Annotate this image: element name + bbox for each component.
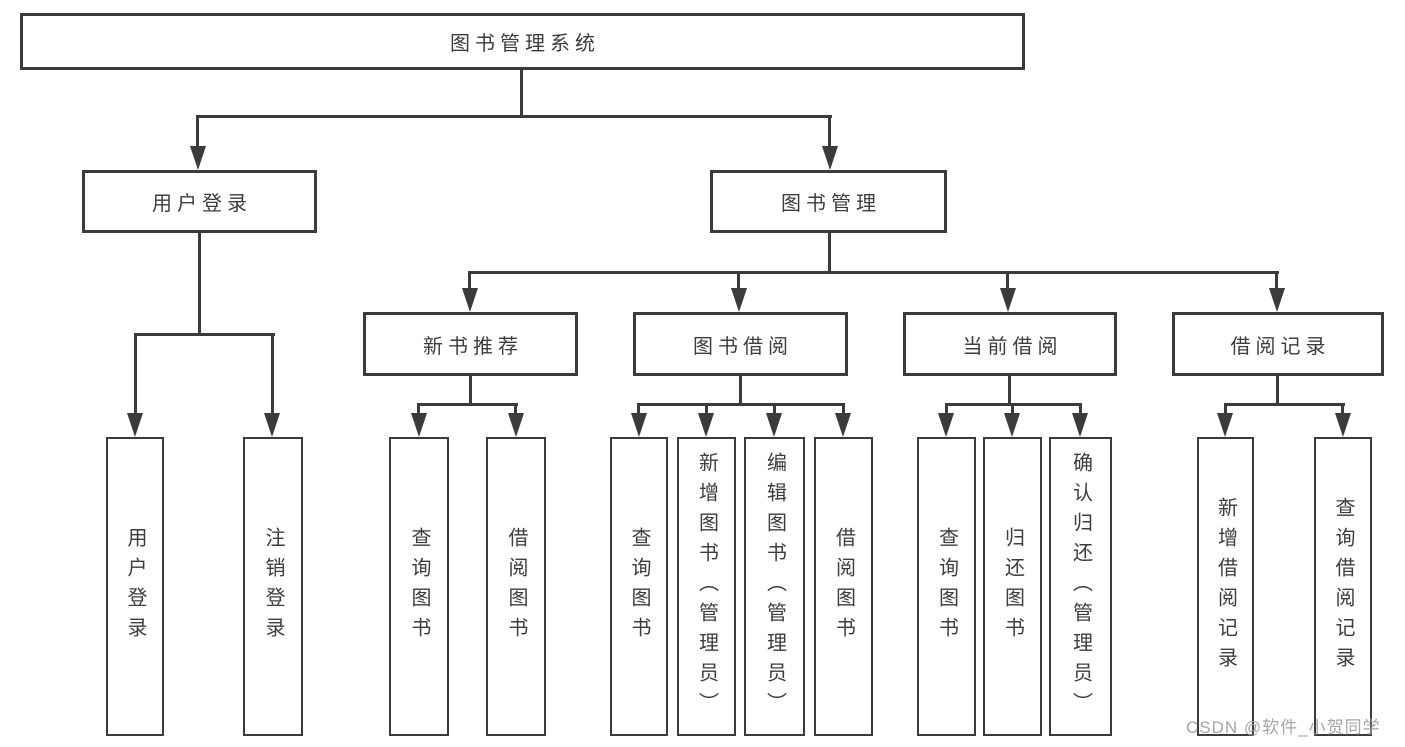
connector-line	[1276, 376, 1279, 405]
node-book-management: 图书管理	[710, 170, 947, 233]
arrow-down-icon	[1217, 413, 1233, 437]
node-root: 图书管理系统	[20, 13, 1025, 70]
leaf-logout: 注销登录	[243, 437, 303, 736]
node-borrowing-records: 借阅记录	[1172, 312, 1384, 376]
arrow-down-icon	[1269, 288, 1285, 312]
leaf-edit-books-admin-label: 编辑图书（管理员）	[763, 451, 786, 722]
arrow-down-icon	[731, 288, 747, 312]
connector-line	[196, 115, 832, 118]
leaf-add-borrow-record: 新增借阅记录	[1197, 437, 1254, 736]
connector-line	[196, 115, 199, 150]
connector-line	[1006, 271, 1009, 292]
node-book-borrowing-label: 图书借阅	[693, 335, 793, 358]
leaf-edit-books-admin: 编辑图书（管理员）	[744, 437, 805, 736]
arrow-down-icon	[1335, 413, 1351, 437]
node-current-borrowing: 当前借阅	[903, 312, 1117, 376]
leaf-borrow-books-recommend: 借阅图书	[486, 437, 546, 736]
connector-line	[637, 403, 640, 417]
arrow-down-icon	[127, 413, 143, 437]
leaf-user-login: 用户登录	[106, 437, 164, 736]
arrow-down-icon	[190, 146, 206, 170]
connector-line	[737, 271, 740, 292]
leaf-query-books-current-label: 查询图书	[935, 526, 958, 647]
leaf-query-borrow-record: 查询借阅记录	[1314, 437, 1372, 736]
leaf-return-books-label: 归还图书	[1001, 526, 1024, 647]
connector-line	[1079, 403, 1082, 417]
connector-line	[468, 271, 1279, 274]
arrow-down-icon	[1072, 413, 1088, 437]
leaf-add-borrow-record-label: 新增借阅记录	[1214, 496, 1237, 677]
node-book-management-label: 图书管理	[781, 193, 881, 215]
arrow-down-icon	[766, 413, 782, 437]
leaf-borrow-books-borrowing-label: 借阅图书	[832, 526, 855, 647]
connector-line	[1011, 403, 1014, 417]
arrow-down-icon	[698, 413, 714, 437]
leaf-query-books-borrowing: 查询图书	[610, 437, 668, 736]
node-user-login: 用户登录	[82, 170, 317, 233]
node-borrowing-records-label: 借阅记录	[1230, 335, 1331, 358]
connector-line	[134, 333, 275, 336]
connector-line	[842, 403, 845, 417]
leaf-query-books-borrowing-label: 查询图书	[628, 526, 650, 647]
node-new-book-recommend-label: 新书推荐	[423, 335, 523, 358]
node-current-borrowing-label: 当前借阅	[962, 335, 1063, 358]
leaf-query-books-recommend-label: 查询图书	[408, 526, 430, 647]
leaf-add-books-admin-label: 新增图书（管理员）	[695, 451, 718, 722]
leaf-borrow-books-recommend-label: 借阅图书	[505, 526, 527, 647]
leaf-query-books-current: 查询图书	[917, 437, 976, 736]
connector-line	[828, 233, 831, 273]
connector-line	[1008, 376, 1011, 405]
connector-line	[1224, 403, 1345, 406]
arrow-down-icon	[411, 413, 427, 437]
arrow-down-icon	[264, 413, 280, 437]
arrow-down-icon	[835, 413, 851, 437]
connector-line	[468, 271, 471, 292]
leaf-confirm-return-admin: 确认归还（管理员）	[1049, 437, 1112, 736]
node-new-book-recommend: 新书推荐	[363, 312, 578, 376]
leaf-return-books: 归还图书	[983, 437, 1042, 736]
leaf-confirm-return-admin-label: 确认归还（管理员）	[1069, 451, 1092, 722]
connector-line	[637, 403, 845, 406]
connector-line	[1224, 403, 1227, 417]
connector-line	[417, 403, 420, 417]
connector-line	[417, 403, 518, 406]
node-root-label: 图书管理系统	[450, 33, 600, 55]
connector-line	[271, 333, 274, 417]
csdn-watermark: CSDN @软件_小贺同学	[1186, 718, 1381, 737]
connector-line	[828, 115, 831, 150]
arrow-down-icon	[1000, 288, 1016, 312]
connector-line	[469, 376, 472, 405]
connector-line	[520, 70, 523, 118]
leaf-logout-label: 注销登录	[262, 526, 284, 647]
leaf-add-books-admin: 新增图书（管理员）	[677, 437, 736, 736]
arrow-down-icon	[462, 288, 478, 312]
leaf-user-login-label: 用户登录	[124, 526, 146, 647]
connector-line	[1341, 403, 1344, 417]
node-book-borrowing: 图书借阅	[633, 312, 848, 376]
node-user-login-label: 用户登录	[152, 193, 252, 215]
leaf-query-books-recommend: 查询图书	[389, 437, 449, 736]
arrow-down-icon	[508, 413, 524, 437]
connector-line	[739, 376, 742, 405]
arrow-down-icon	[1004, 413, 1020, 437]
arrow-down-icon	[938, 413, 954, 437]
connector-line	[773, 403, 776, 417]
leaf-query-borrow-record-label: 查询借阅记录	[1332, 496, 1354, 677]
arrow-down-icon	[631, 413, 647, 437]
connector-line	[705, 403, 708, 417]
leaf-borrow-books-borrowing: 借阅图书	[814, 437, 873, 736]
connector-line	[134, 333, 137, 417]
connector-line	[198, 233, 201, 333]
connector-line	[514, 403, 517, 417]
arrow-down-icon	[822, 146, 838, 170]
connector-line	[1275, 271, 1278, 292]
connector-line	[945, 403, 948, 417]
